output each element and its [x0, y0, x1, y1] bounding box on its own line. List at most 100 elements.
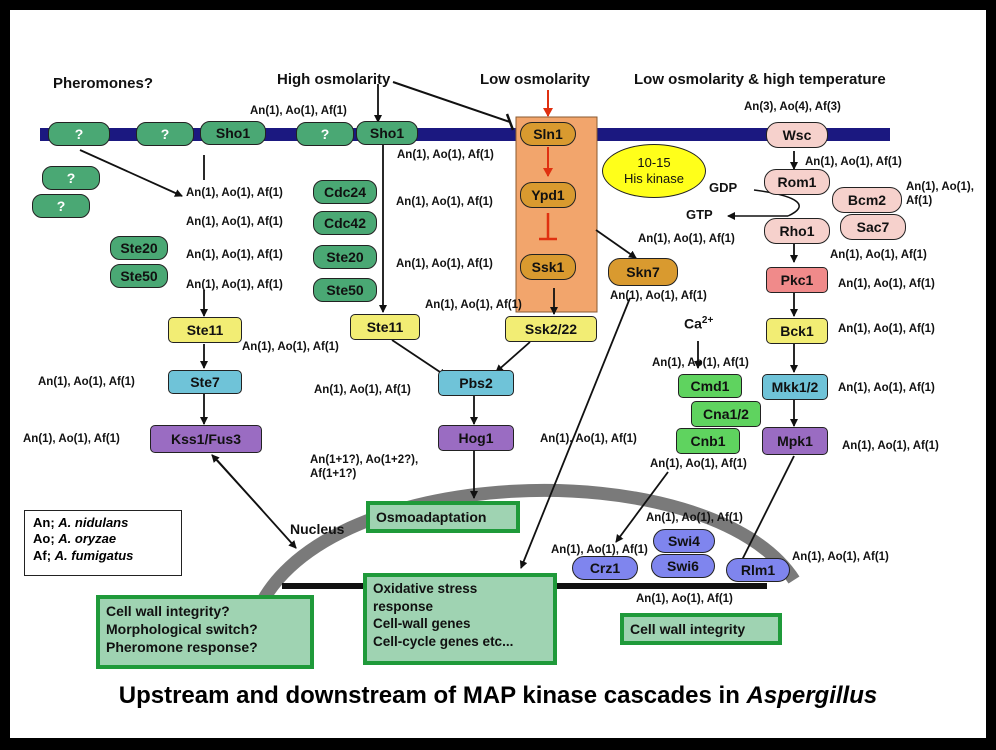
legend-row-af: Af; A. fumigatus: [33, 548, 173, 564]
ste20-node-a: Ste20: [110, 236, 168, 260]
swi4-node: Swi4: [653, 529, 715, 553]
sho1-node-b: Sho1: [356, 121, 418, 145]
count-bck1: An(1), Ao(1), Af(1): [838, 323, 935, 335]
count-hog1: An(1+1?), Ao(1+2?), Af(1+1?): [310, 454, 419, 481]
count-ssk2: An(1), Ao(1), Af(1): [425, 299, 522, 311]
kss1-fus3-node: Kss1/Fus3: [150, 425, 262, 453]
crz1-node: Crz1: [572, 556, 638, 580]
pkc1-node: Pkc1: [766, 267, 828, 293]
ssk1-node: Ssk1: [520, 254, 576, 280]
count-ste7: An(1), Ao(1), Af(1): [38, 376, 135, 388]
count-skn7: An(1), Ao(1), Af(1): [638, 233, 735, 245]
count-bcm2: An(1), Ao(1), Af(1): [906, 181, 974, 207]
caption-text: Upstream and downstream of MAP kinase ca…: [118, 682, 747, 709]
mkk1-2-node: Mkk1/2: [762, 374, 828, 400]
cmd1-node: Cmd1: [678, 374, 742, 398]
cnb1-node: Cnb1: [676, 428, 740, 454]
count-ssk1: An(1), Ao(1), Af(1): [396, 258, 493, 270]
species-legend: An; A. nidulans Ao; A. oryzae Af; A. fum…: [24, 510, 182, 576]
unknown-receptor-5: ?: [32, 194, 90, 218]
count-rom1: An(1), Ao(1), Af(1): [805, 156, 902, 168]
sln1-phosphorelay-block: [515, 116, 598, 313]
osmoadaptation-box: Osmoadaptation: [366, 501, 520, 533]
count-cdc42: An(1), Ao(1), Af(1): [186, 216, 283, 228]
count-skn7-below: An(1), Ao(1), Af(1): [610, 290, 707, 302]
gtp-label: GTP: [686, 207, 713, 222]
rho1-node: Rho1: [764, 218, 830, 244]
count-rho1: An(1), Ao(1), Af(1): [830, 249, 927, 261]
count-kss1: An(1), Ao(1), Af(1): [23, 433, 120, 445]
legend-abbr: Ao;: [33, 531, 55, 547]
legend-species: A. nidulans: [58, 515, 129, 530]
header-low-osmolarity: Low osmolarity: [480, 71, 591, 88]
header-low-osmolarity-high-temp: Low osmolarity & high temperature: [634, 71, 886, 88]
skn7-node: Skn7: [608, 258, 678, 286]
unknown-receptor-4: ?: [42, 166, 100, 190]
count-rlm1: An(1), Ao(1), Af(1): [792, 551, 889, 563]
cdc24-node: Cdc24: [313, 180, 377, 204]
legend-row-ao: Ao; A. oryzae: [33, 531, 173, 547]
legend-abbr: An;: [33, 515, 55, 530]
caption-genus: Aspergillus: [746, 682, 878, 709]
ssk2-22-node: Ssk2/22: [505, 316, 597, 342]
sac7-node: Sac7: [840, 214, 906, 240]
legend-species: A. oryzae: [58, 531, 117, 547]
header-pheromones: Pheromones?: [53, 75, 154, 92]
wsc-node: Wsc: [766, 122, 828, 148]
count-sln1: An(1), Ao(1), Af(1): [397, 149, 494, 161]
legend-row-an: An; A. nidulans: [33, 515, 173, 531]
unknown-receptor-2: ?: [136, 122, 194, 146]
ypd1-node: Ypd1: [520, 182, 576, 208]
figure-caption: Upstream and downstream of MAP kinase ca…: [10, 682, 986, 710]
count-ypd1: An(1), Ao(1), Af(1): [396, 196, 493, 208]
count-swi6: An(1), Ao(1), Af(1): [636, 593, 733, 605]
cna1-2-node: Cna1/2: [691, 401, 761, 427]
count-cmd1: An(1), Ao(1), Af(1): [652, 357, 749, 369]
cell-wall-questions-box: Cell wall integrity? Morphological switc…: [96, 595, 314, 669]
count-cnb1: An(1), Ao(1), Af(1): [650, 458, 747, 470]
unknown-receptor-1: ?: [48, 122, 110, 146]
count-sho1: An(1), Ao(1), Af(1): [250, 105, 347, 117]
ste11-node-a: Ste11: [168, 317, 242, 343]
count-mkk1: An(1), Ao(1), Af(1): [838, 382, 935, 394]
count-mpk1: An(1), Ao(1), Af(1): [842, 440, 939, 452]
rlm1-node: Rlm1: [726, 558, 790, 582]
legend-abbr: Af;: [33, 547, 52, 563]
mpk1-node: Mpk1: [762, 427, 828, 455]
count-pkc1: An(1), Ao(1), Af(1): [838, 278, 935, 290]
unknown-receptor-3: ?: [296, 122, 354, 146]
cell-wall-integrity-box: Cell wall integrity: [620, 613, 782, 645]
count-wsc: An(3), Ao(4), Af(3): [744, 101, 841, 113]
hog1-node: Hog1: [438, 425, 514, 451]
sln1-node: Sln1: [520, 122, 576, 146]
header-high-osmolarity: High osmolarity: [277, 71, 391, 88]
gdp-label: GDP: [709, 180, 738, 195]
ste20-node-b: Ste20: [313, 245, 377, 269]
ste50-node-a: Ste50: [110, 264, 168, 288]
count-crz1: An(1), Ao(1), Af(1): [551, 544, 648, 556]
calcium-label: Ca2+: [684, 316, 713, 331]
diagram-canvas: Pheromones? High osmolarity Low osmolari…: [10, 10, 986, 738]
calcium-charge: 2+: [701, 315, 714, 326]
ste50-node-b: Ste50: [313, 278, 377, 302]
count-ste20: An(1), Ao(1), Af(1): [186, 249, 283, 261]
bcm2-node: Bcm2: [832, 187, 902, 213]
count-cdc24: An(1), Ao(1), Af(1): [186, 187, 283, 199]
pbs2-node: Pbs2: [438, 370, 514, 396]
ste11-node-b: Ste11: [350, 314, 420, 340]
his-kinase-bubble: 10-15 His kinase: [602, 144, 706, 198]
legend-species: A. fumigatus: [54, 547, 134, 563]
count-ste50: An(1), Ao(1), Af(1): [186, 279, 283, 291]
nucleus-label: Nucleus: [290, 521, 345, 537]
count-swi4: An(1), Ao(1), Af(1): [646, 512, 743, 524]
count-pbs2: An(1), Ao(1), Af(1): [314, 384, 411, 396]
count-oxidative: An(1), Ao(1), Af(1): [540, 433, 637, 445]
sho1-node-a: Sho1: [200, 121, 266, 145]
calcium-symbol: Ca: [684, 315, 702, 332]
nuclear-envelope: [247, 484, 800, 623]
rom1-node: Rom1: [764, 169, 830, 195]
oxidative-stress-box: Oxidative stress response Cell-wall gene…: [363, 573, 557, 665]
swi6-node: Swi6: [651, 554, 715, 578]
bck1-node: Bck1: [766, 318, 828, 344]
count-ste11b: An(1), Ao(1), Af(1): [242, 341, 339, 353]
